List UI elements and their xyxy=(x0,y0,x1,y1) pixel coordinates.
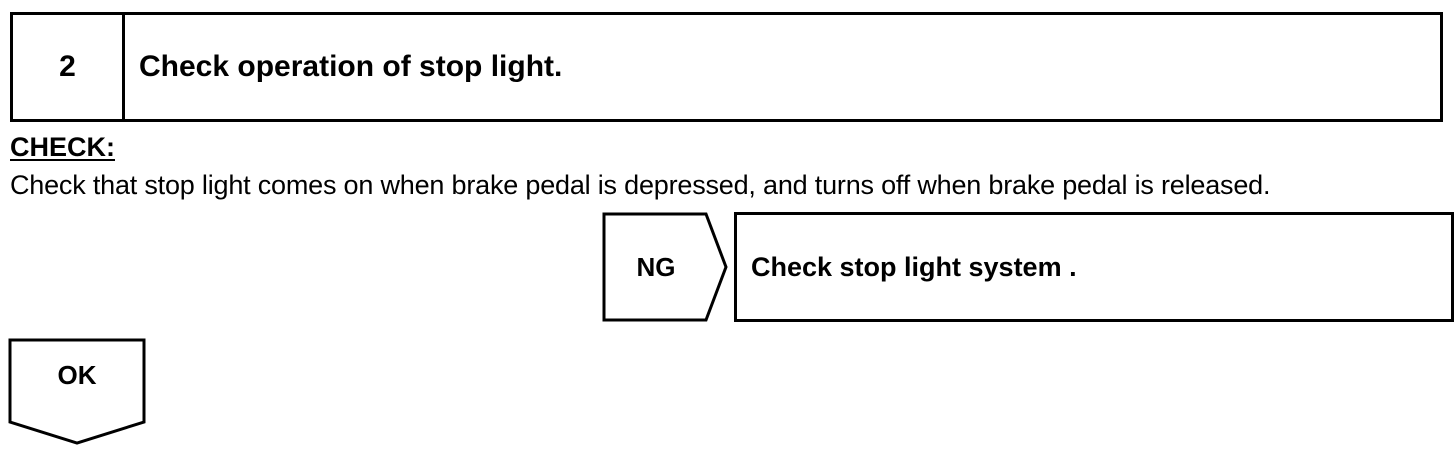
ng-action-box: Check stop light system . xyxy=(734,212,1454,322)
check-instruction: Check that stop light comes on when brak… xyxy=(10,170,1271,200)
check-heading: CHECK: xyxy=(10,132,115,162)
step-number: 2 xyxy=(13,15,125,119)
ok-arrow-icon xyxy=(8,338,146,445)
ok-label: OK xyxy=(57,360,97,390)
ng-label: NG xyxy=(636,251,676,282)
ng-arrow-icon xyxy=(602,212,728,322)
step-title: Check operation of stop light. xyxy=(139,50,563,83)
ng-action-text: Check stop light system . xyxy=(751,251,1077,282)
step-header-box: 2 Check operation of stop light. xyxy=(10,12,1443,122)
